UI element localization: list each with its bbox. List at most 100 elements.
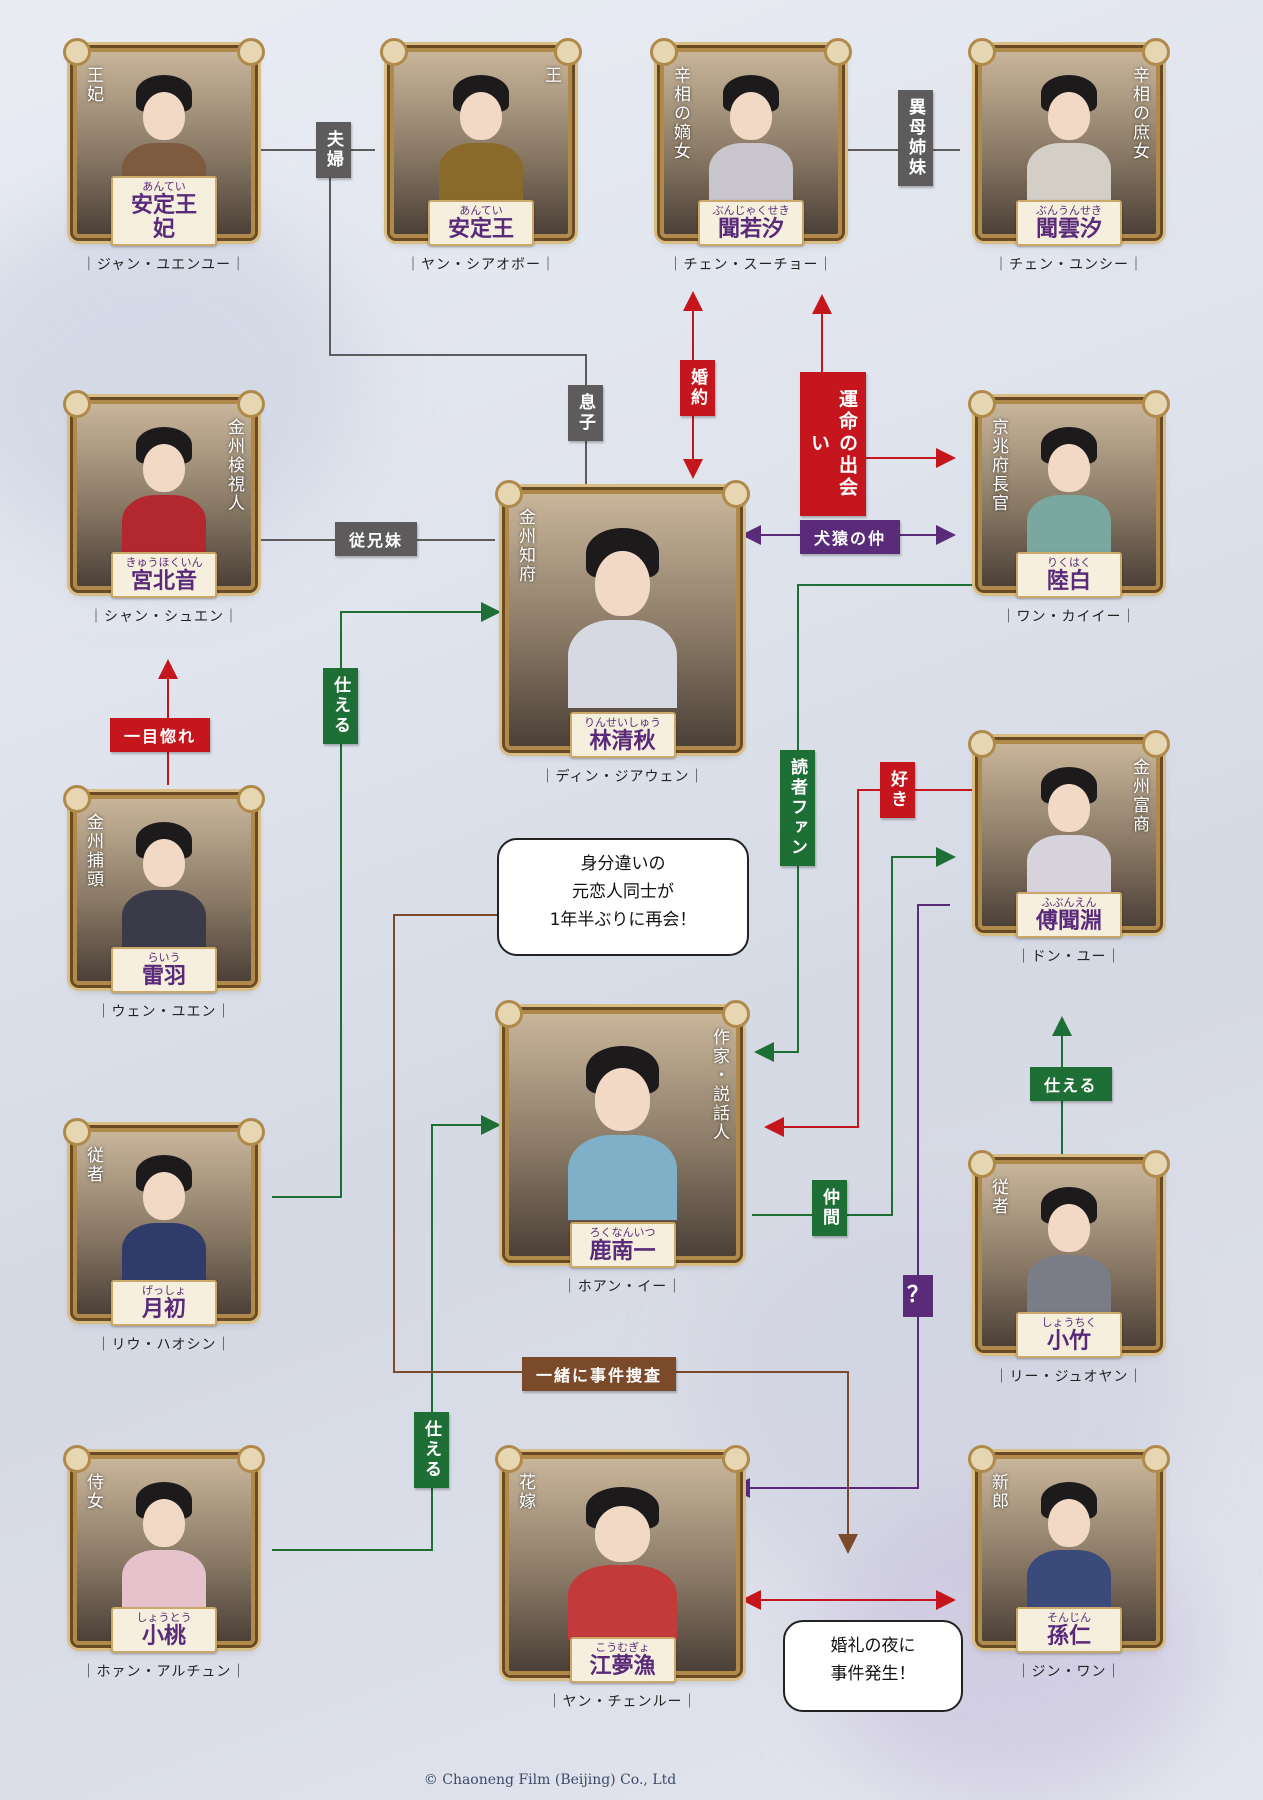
- label-rivals: 犬猿の仲: [800, 520, 901, 554]
- actor-name: ｜ワン・カイイー｜: [1001, 609, 1137, 625]
- character-card-rikuhaku[interactable]: 京兆府長官 りくはく 陸白: [968, 390, 1170, 598]
- character-card-koumugyo[interactable]: 花嫁 こうむぎょ 江夢漁: [495, 1445, 750, 1683]
- character-role: 王妃: [83, 66, 103, 104]
- name-scroll: ぶんじゃくせき 聞若汐: [698, 200, 804, 246]
- character-name: 月初: [141, 1296, 186, 1322]
- character-card-anteiouhi[interactable]: 王妃 あんてい 安定王妃: [63, 38, 265, 246]
- actor-name: ｜リウ・ハオシン｜: [96, 1337, 232, 1353]
- actor-name: ｜ウェン・ユエン｜: [96, 1004, 232, 1020]
- name-scroll: しょうちく 小竹: [1016, 1312, 1122, 1358]
- label-half-sisters: 異母姉妹: [898, 90, 933, 186]
- character-ruby: きゅうほくいん: [125, 556, 203, 569]
- label-love-at-first-sight: 一目惚れ: [110, 718, 211, 752]
- character-name: 聞雲汐: [1035, 216, 1102, 242]
- name-scroll: ぶんうんせき 聞雲汐: [1016, 200, 1122, 246]
- name-scroll: しょうとう 小桃: [111, 1607, 217, 1653]
- character-portrait: [1011, 419, 1127, 560]
- actor-name: ｜ヤン・シアオボー｜: [406, 257, 556, 273]
- character-card-rinseishuu[interactable]: 金州知府 りんせいしゅう 林清秋: [495, 480, 750, 758]
- character-name: 陸白: [1046, 568, 1091, 594]
- character-card-kyuuhokuin[interactable]: 金州検視人 きゅうほくいん 宮北音: [63, 390, 265, 598]
- actor-name: ｜ディン・ジアウェン｜: [540, 769, 705, 785]
- character-name: 安定王: [447, 216, 514, 242]
- label-son: 息子: [568, 385, 603, 441]
- wedding-bubble: 婚礼の夜に 事件発生！: [783, 1620, 963, 1712]
- line-companions: [752, 847, 956, 1216]
- character-name: 小桃: [141, 1623, 186, 1649]
- line-investigate: [393, 914, 858, 1554]
- character-name: 安定王妃: [130, 192, 197, 242]
- character-role: 従者: [83, 1146, 103, 1184]
- character-card-shoutou[interactable]: 侍女 しょうとう 小桃: [63, 1445, 265, 1653]
- actor-name: ｜ヤン・チェンルー｜: [547, 1694, 698, 1710]
- character-ruby: らいう: [147, 951, 181, 964]
- actor-name: ｜チェン・ユンシー｜: [994, 257, 1144, 273]
- character-role: 金州富商: [1129, 758, 1149, 834]
- copyright-notice: © Chaoneng Film (Beijing) Co., Ltd: [423, 1772, 677, 1788]
- character-card-raiu[interactable]: 金州捕頭 らいう 雷羽: [63, 785, 265, 993]
- label-fate: 運命の出会い: [800, 372, 866, 516]
- character-name: 鹿南一: [589, 1238, 656, 1264]
- character-ruby: げっしょ: [142, 1284, 186, 1297]
- character-name: 宮北音: [130, 568, 197, 594]
- character-card-rokunanitsu[interactable]: 作家・説話人 ろくなんいつ 鹿南一: [495, 1000, 750, 1268]
- character-ruby: そんじん: [1047, 1611, 1091, 1624]
- actor-name: ｜リー・ジュオヤン｜: [994, 1369, 1144, 1385]
- label-investigate: 一緒に事件捜査: [522, 1357, 677, 1391]
- actor-name: ｜ホアン・イー｜: [562, 1279, 683, 1295]
- label-engagement: 婚約: [680, 360, 715, 416]
- label-reader-fan: 読者ファン: [780, 750, 815, 866]
- name-scroll: ろくなんいつ 鹿南一: [569, 1222, 676, 1268]
- reunion-bubble: 身分違いの 元恋人同士が 1年半ぶりに再会！: [497, 838, 749, 956]
- character-portrait: [693, 67, 809, 208]
- actor-name: ｜ジャン・ユエンユー｜: [81, 257, 247, 273]
- character-ruby: あんてい: [459, 204, 503, 217]
- actor-name: ｜ホァン・アルチュン｜: [81, 1664, 247, 1680]
- label-companions: 仲間: [812, 1180, 847, 1236]
- name-scroll: りんせいしゅう 林清秋: [569, 712, 676, 758]
- character-name: 雷羽: [141, 963, 186, 989]
- line-serve-shoutou: [272, 1115, 501, 1551]
- character-name: 林清秋: [589, 728, 656, 754]
- character-card-bununseki[interactable]: 辛相の庶女 ぶんうんせき 聞雲汐: [968, 38, 1170, 246]
- character-portrait: [1011, 1179, 1127, 1320]
- name-scroll: あんてい 安定王: [428, 200, 534, 246]
- character-card-anteiou[interactable]: 王 あんてい 安定王: [380, 38, 582, 246]
- character-role: 金州知府: [515, 508, 535, 584]
- character-role: 京兆府長官: [988, 418, 1008, 513]
- name-scroll: こうむぎょ 江夢漁: [569, 1637, 676, 1683]
- character-ruby: あんてい: [142, 180, 186, 193]
- character-portrait: [106, 1147, 222, 1288]
- character-name: 傅聞淵: [1035, 908, 1102, 934]
- name-scroll: きゅうほくいん 宮北音: [111, 552, 217, 598]
- bubble-line: 1年半ぶりに再会！: [549, 910, 697, 930]
- label-serve: 仕える: [323, 668, 358, 744]
- actor-name: ｜チェン・スーチョー｜: [668, 257, 834, 273]
- character-ruby: りくはく: [1047, 556, 1091, 569]
- character-card-sonjin[interactable]: 新郎 そんじん 孫仁: [968, 1445, 1170, 1653]
- label-serve: 仕える: [414, 1412, 449, 1488]
- character-role: 辛相の庶女: [1129, 66, 1149, 161]
- bubble-line: 事件発生！: [830, 1664, 916, 1684]
- character-card-fubunen[interactable]: 金州富商 ふぶんえん 傅聞淵: [968, 730, 1170, 938]
- name-scroll: そんじん 孫仁: [1016, 1607, 1122, 1653]
- name-scroll: らいう 雷羽: [111, 947, 217, 993]
- name-scroll: りくはく 陸白: [1016, 552, 1122, 598]
- character-ruby: しょうちく: [1041, 1316, 1097, 1329]
- line-question: [730, 904, 950, 1498]
- character-name: 小竹: [1046, 1328, 1091, 1354]
- character-ruby: しょうとう: [136, 1611, 192, 1624]
- name-scroll: あんてい 安定王妃: [111, 176, 217, 246]
- character-card-shouchiku[interactable]: 従者 しょうちく 小竹: [968, 1150, 1170, 1358]
- character-card-bunjakuseki[interactable]: 辛相の嫡女 ぶんじゃくせき 聞若汐: [650, 38, 852, 246]
- name-scroll: げっしょ 月初: [111, 1280, 217, 1326]
- character-portrait: [106, 1474, 222, 1615]
- character-role: 侍女: [83, 1473, 103, 1511]
- character-card-gessho[interactable]: 従者 げっしょ 月初: [63, 1118, 265, 1326]
- character-role: 王: [541, 66, 561, 85]
- character-name: 江夢漁: [589, 1653, 656, 1679]
- character-role: 金州捕頭: [83, 813, 103, 889]
- character-portrait: [1011, 67, 1127, 208]
- actor-name: ｜ドン・ユー｜: [1016, 949, 1122, 965]
- label-couple: 夫婦: [316, 122, 351, 178]
